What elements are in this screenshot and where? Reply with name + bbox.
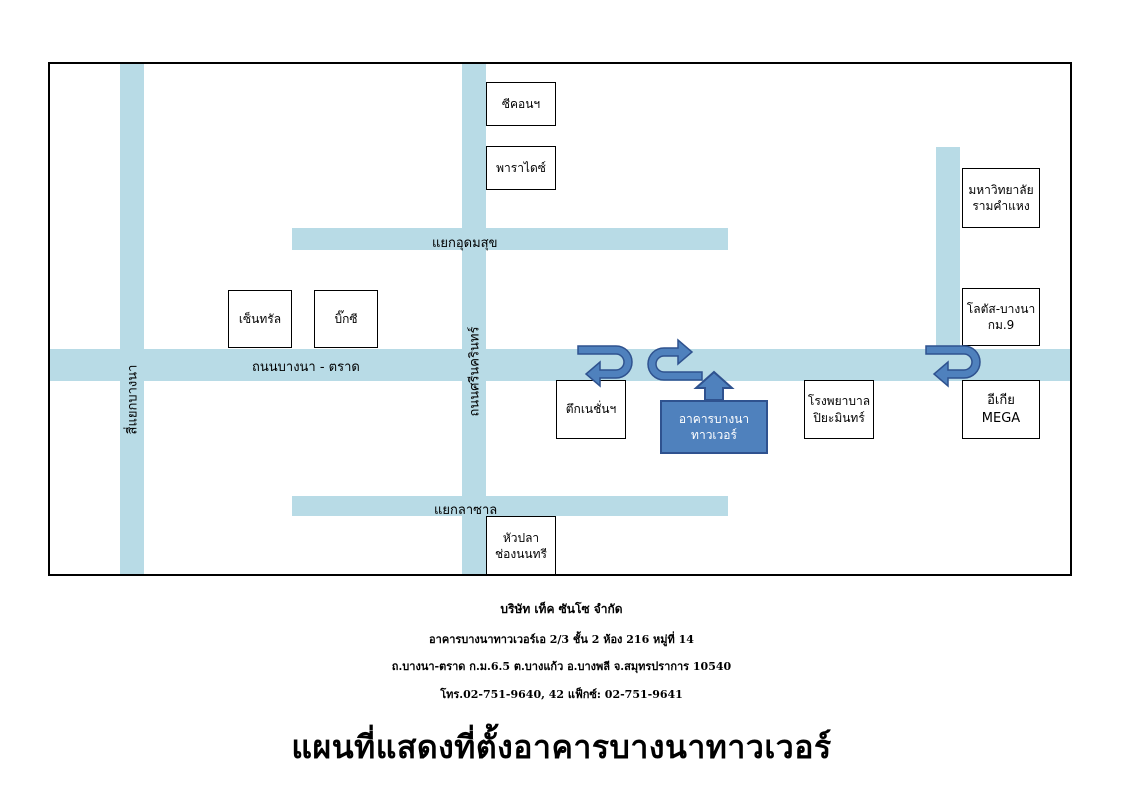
- landmark-nation-building: ตึกเนชั่นฯ: [556, 380, 626, 439]
- landmark-bangna-tower: อาคารบางนา ทาวเวอร์: [660, 400, 768, 454]
- road-bangna-trad: [50, 349, 1070, 381]
- road-lasalle: [292, 496, 728, 516]
- landmark-paradise: พาราไดซ์: [486, 146, 556, 190]
- page-title: แผนที่แสดงที่ตั้งอาคารบางนาทาวเวอร์: [291, 728, 832, 766]
- landmark-bigc: บิ๊กซี: [314, 290, 378, 348]
- footer-address-2: ถ.บางนา-ตราด ก.ม.6.5 ต.บางแก้ว อ.บางพลี …: [391, 660, 732, 673]
- label-srinakarin: ถนนศรีนครินทร์: [467, 326, 483, 417]
- up-arrow-icon: [693, 370, 735, 401]
- location-map: ถนนบางนา - ตราด แยกอุดมสุข แยกลาซาล สี่แ…: [48, 62, 1072, 576]
- u-turn-left-icon: [577, 345, 633, 388]
- landmark-ramkhamhaeng: มหาวิทยาลัย รามคำแหง: [962, 168, 1040, 228]
- landmark-central: เซ็นทรัล: [228, 290, 292, 348]
- landmark-ikea-mega: อีเกีย MEGA: [962, 380, 1040, 439]
- landmark-seacon: ซีคอนฯ: [486, 82, 556, 126]
- landmark-piyamin-hospital: โรงพยาบาล ปิยะมินทร์: [804, 380, 874, 439]
- footer-company: บริษัท เท็ค ซันโซ จำกัด: [500, 602, 623, 616]
- u-turn-right-icon: [647, 338, 703, 381]
- road-srinakarin: [462, 64, 486, 574]
- label-lasalle: แยกลาซาล: [434, 503, 498, 518]
- landmark-huapla: หัวปลา ช่องนนทรี: [486, 516, 556, 574]
- road-bangna-intersection: [120, 64, 144, 574]
- footer-contact: โทร.02-751-9640, 42 แฟ็กซ์: 02-751-9641: [440, 688, 683, 701]
- landmark-lotus: โลตัส-บางนา กม.9: [962, 288, 1040, 346]
- label-bangna-intersection: สี่แยกบางนา: [125, 364, 141, 435]
- road-udomsuk: [292, 228, 728, 250]
- label-bangna-trad: ถนนบางนา - ตราด: [252, 360, 360, 375]
- u-turn-left-icon-far: [925, 345, 981, 388]
- label-udomsuk: แยกอุดมสุข: [432, 236, 498, 251]
- footer-address-1: อาคารบางนาทาวเวอร์เอ 2/3 ชั้น 2 ห้อง 216…: [429, 633, 694, 646]
- road-right-vertical: [936, 147, 960, 379]
